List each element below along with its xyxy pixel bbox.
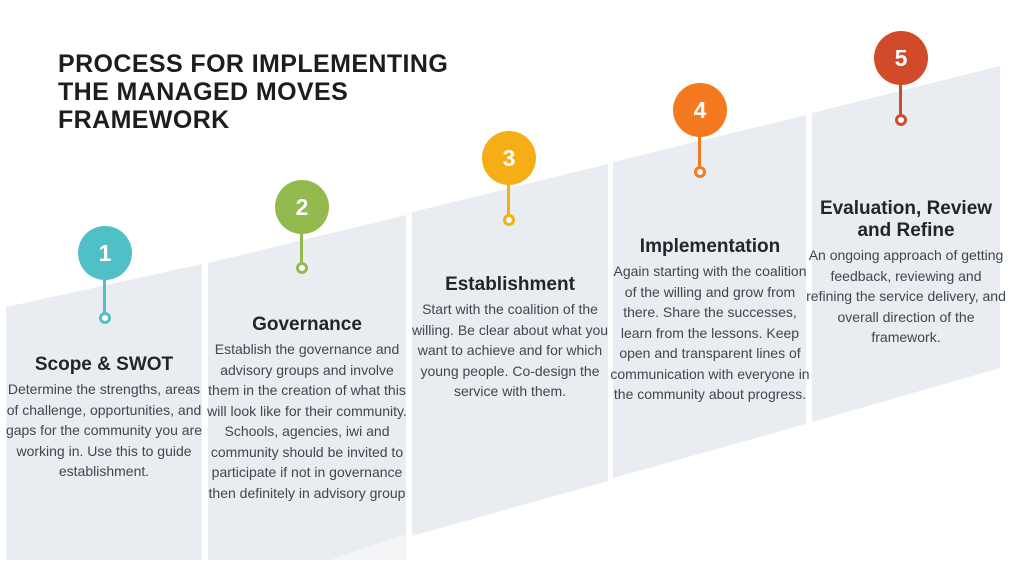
step-5-stem xyxy=(899,84,902,115)
step-3-text: Establishment Start with the coalition o… xyxy=(410,274,610,402)
step-5-title: Evaluation, Review and Refine xyxy=(819,198,993,241)
panel-2-fade-triangle xyxy=(330,534,406,560)
step-4-ring xyxy=(694,166,706,178)
step-1-text: Scope & SWOT Determine the strengths, ar… xyxy=(4,354,204,482)
step-3-number: 3 xyxy=(502,144,516,171)
panel-5-shape xyxy=(812,66,1000,422)
step-4-title: Implementation xyxy=(639,236,781,257)
panel-3-shape xyxy=(412,164,608,536)
step-1-ring xyxy=(99,312,111,324)
step-1-number-bubble: 1 xyxy=(78,226,132,280)
step-2-ring xyxy=(296,262,308,274)
step-5-text: Evaluation, Review and Refine An ongoing… xyxy=(806,198,1006,348)
step-4-stem xyxy=(698,136,701,167)
step-4-text: Implementation Again starting with the c… xyxy=(610,236,810,405)
step-1-number: 1 xyxy=(98,239,112,266)
page-title: PROCESS FOR IMPLEMENTING THE MANAGED MOV… xyxy=(58,50,498,134)
step-3-ring xyxy=(503,214,515,226)
panel-2-shape xyxy=(208,215,406,560)
step-5-number: 5 xyxy=(894,44,908,71)
panel-4-shape xyxy=(613,115,806,478)
step-5-ring xyxy=(895,114,907,126)
panel-1-shape xyxy=(6,264,202,560)
step-2-number-bubble: 2 xyxy=(275,180,329,234)
step-2-description: Establish the governance and advisory gr… xyxy=(207,341,407,501)
step-2-title: Governance xyxy=(252,314,362,335)
step-1-stem xyxy=(103,279,106,313)
step-2-number: 2 xyxy=(295,193,309,220)
step-2-stem xyxy=(300,233,303,263)
step-4-number: 4 xyxy=(693,96,707,123)
step-1-title: Scope & SWOT xyxy=(34,354,174,375)
step-3-number-bubble: 3 xyxy=(482,131,536,185)
step-4-number-bubble: 4 xyxy=(673,83,727,137)
page-title-line-3: FRAMEWORK xyxy=(58,106,230,134)
step-5-number-bubble: 5 xyxy=(874,31,928,85)
step-4-description: Again starting with the coalition of the… xyxy=(610,263,810,402)
step-3-title: Establishment xyxy=(445,274,575,295)
step-3-description: Start with the coalition of the willing.… xyxy=(411,301,609,399)
step-1-description: Determine the strengths, areas of challe… xyxy=(5,381,203,479)
step-5-description: An ongoing approach of getting feedback,… xyxy=(806,247,1006,345)
step-3-stem xyxy=(507,184,510,215)
page-title-line-1: PROCESS FOR IMPLEMENTING xyxy=(58,50,449,78)
step-2-text: Governance Establish the governance and … xyxy=(207,314,407,503)
page-title-line-2: THE MANAGED MOVES xyxy=(58,78,349,106)
